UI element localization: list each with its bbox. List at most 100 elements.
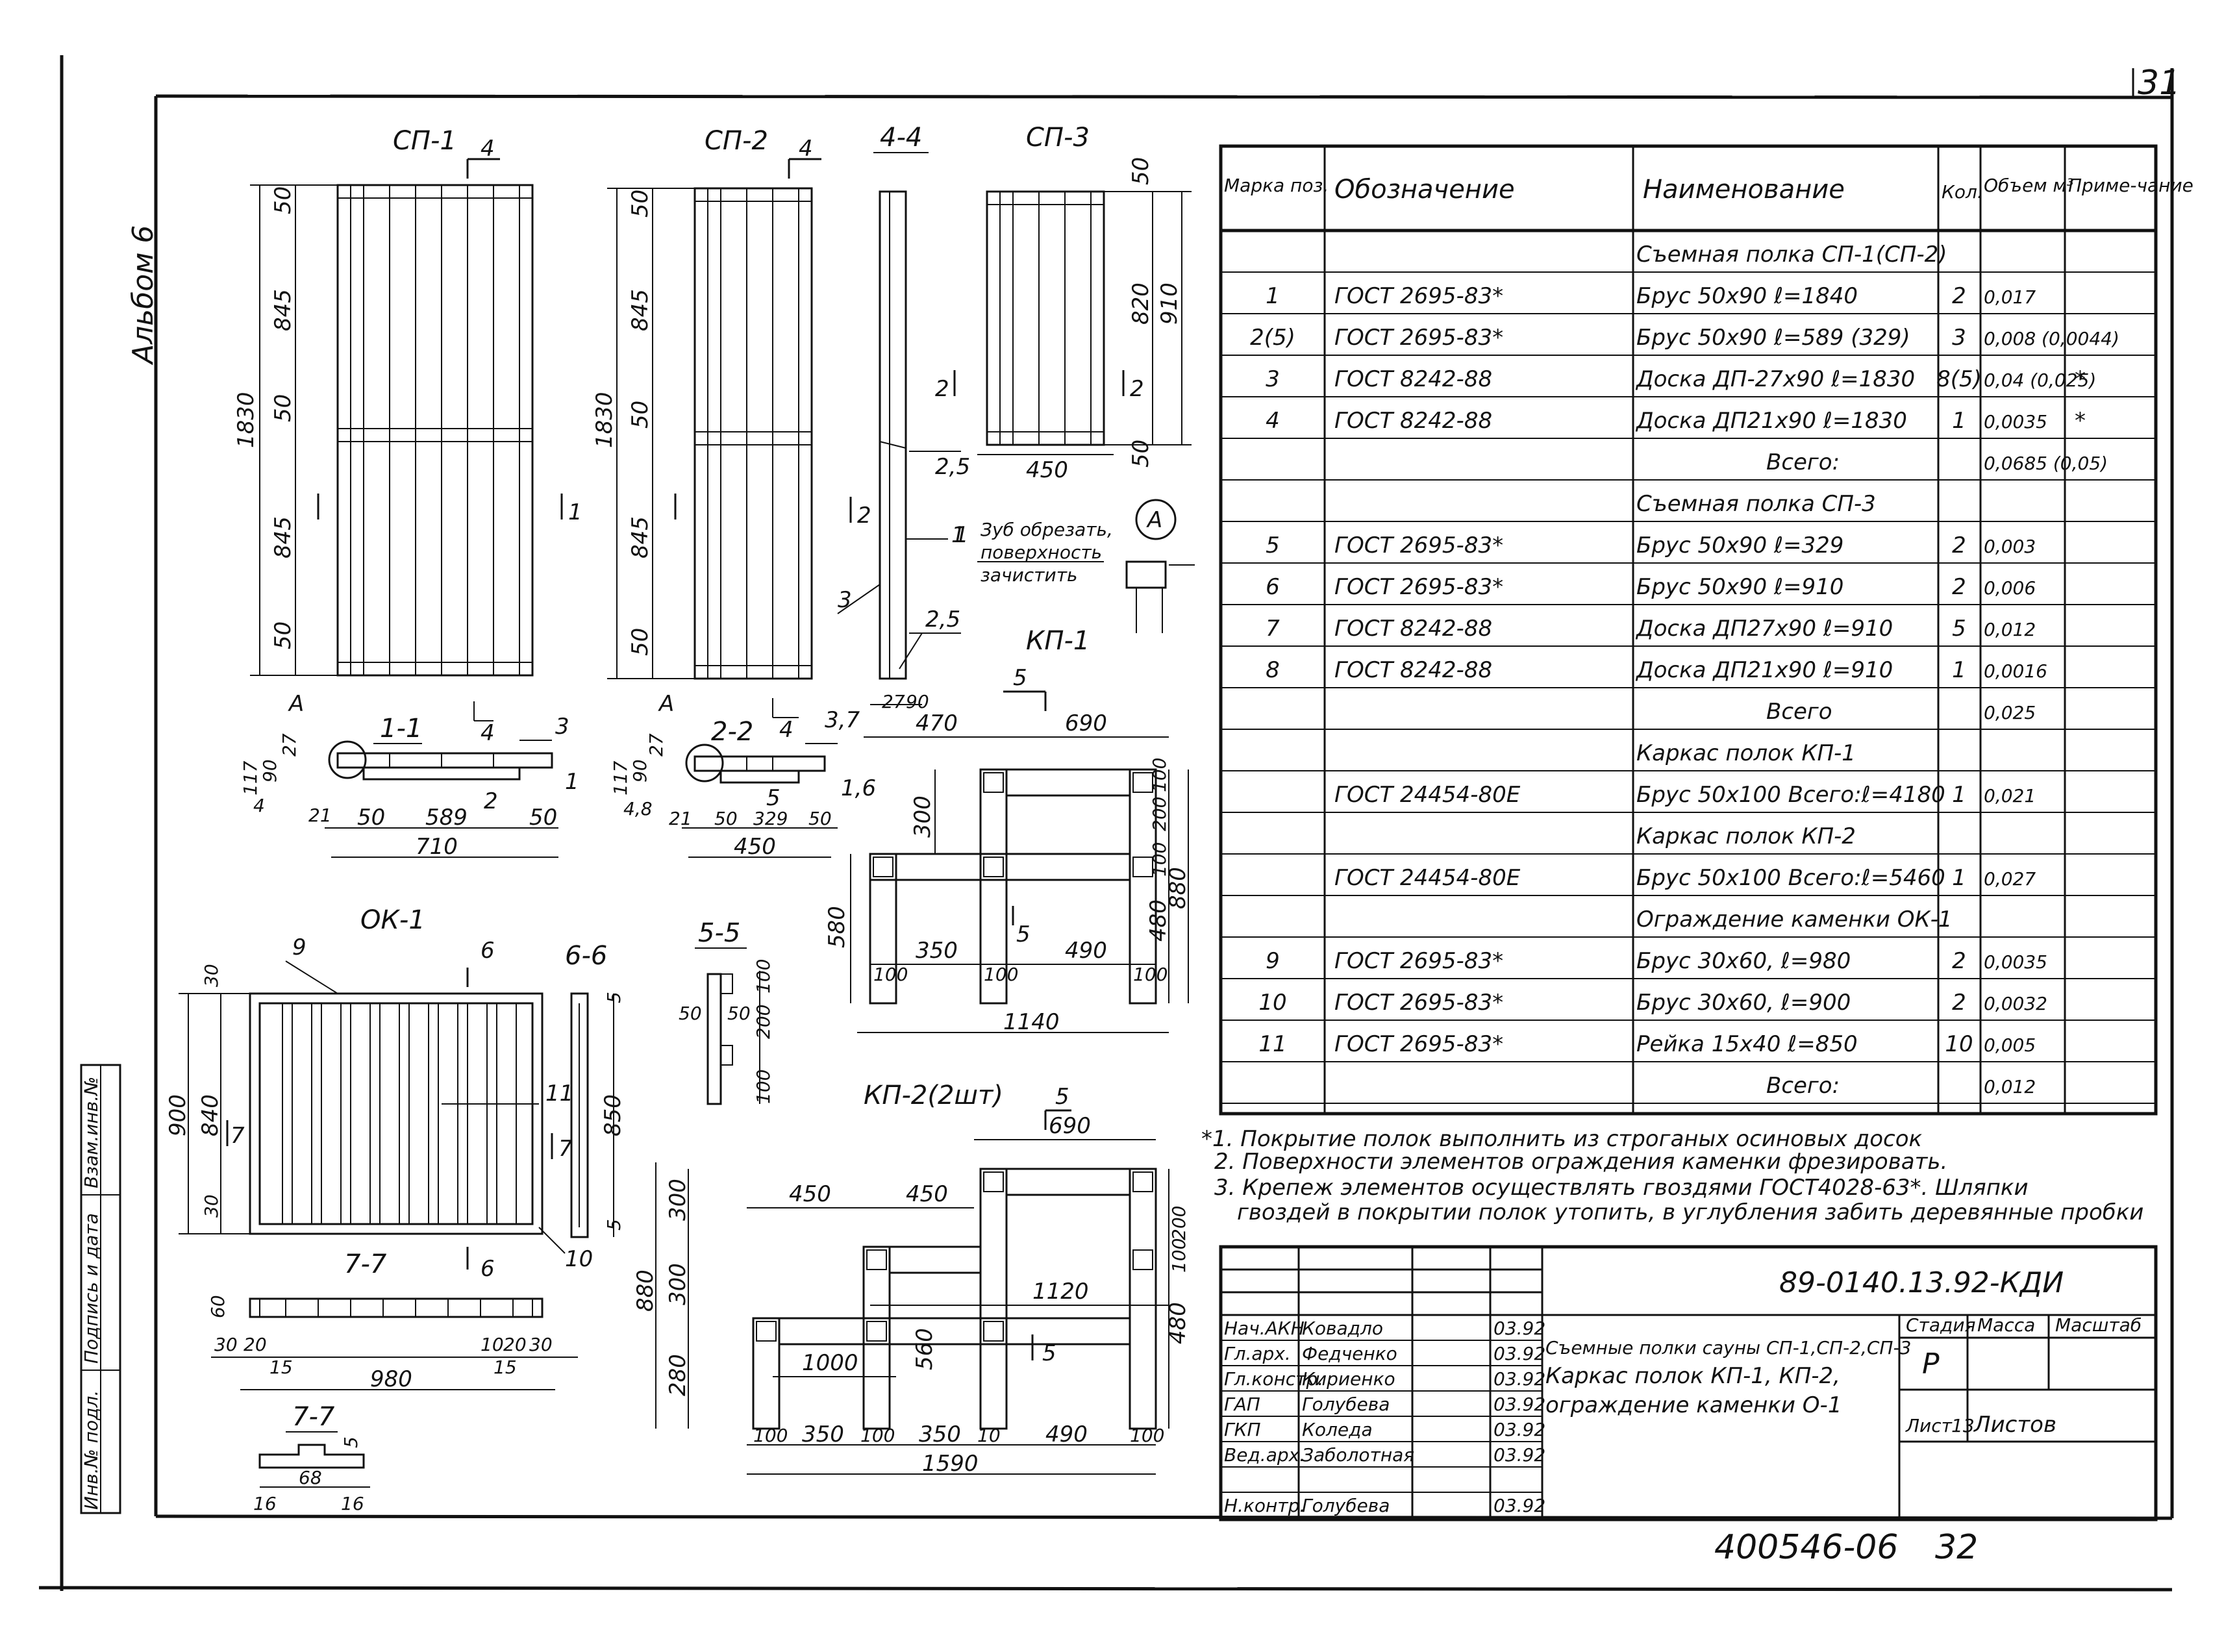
signer-role: Гл.арх. [1224,1343,1291,1364]
svg-text:3,7: 3,7 [825,707,860,733]
drawing-section-7-7-detail: 7-7 16 68 16 5 [253,1402,370,1514]
svg-text:1830: 1830 [592,392,618,448]
album-label: Альбом 6 [127,225,160,366]
svg-text:27: 27 [882,691,905,712]
svg-text:980: 980 [370,1366,412,1392]
spec-cell-kol: 5 [1952,616,1966,642]
svg-text:100: 100 [753,959,774,994]
drawing-section-5-5: 5-5 100 200 100 50 50 [679,918,774,1105]
svg-text:350: 350 [802,1421,844,1447]
drawing-section-1-1: А 1-1 3 1 2 27 90 117 4 21 50 589 50 710… [240,691,579,860]
spec-cell-vol: 0,005 [1984,1034,2036,1056]
svg-text:100: 100 [860,1425,895,1446]
svg-text:50: 50 [270,394,296,422]
spec-cell-name: Всего [1766,699,1832,725]
svg-text:100: 100 [873,964,908,985]
svg-text:560: 560 [912,1328,938,1370]
sp3-title: СП-3 [1026,123,1090,153]
spec-cell-vol: 0,0035 [1984,951,2047,973]
doc-description-3: ограждение каменки О-1 [1545,1392,1842,1418]
spec-cell-kol: 1 [1952,865,1966,891]
svg-text:30: 30 [201,964,222,987]
svg-text:6-6: 6-6 [565,941,607,971]
svg-text:27: 27 [279,733,300,757]
svg-text:480: 480 [1165,1302,1191,1344]
spec-cell-kol: 1 [1952,657,1966,683]
spec-cell-pos: 6 [1266,574,1280,600]
detail-a-note: А 1 Зуб обрезать, поверхность зачистить [955,499,1195,633]
svg-text:50: 50 [679,1003,702,1024]
spec-cell-name: Рейка 15х40 ℓ=850 [1636,1031,1858,1057]
svg-text:690: 690 [1065,710,1107,736]
svg-text:200: 200 [753,1005,774,1039]
svg-text:А: А [288,691,304,717]
spec-cell-name: Брус 50х100 Всего:ℓ=4180 [1636,782,1945,808]
svg-text:100: 100 [753,1425,788,1446]
spec-cell-name: Доска ДП27х90 ℓ=910 [1635,616,1893,642]
svg-text:4: 4 [799,136,813,162]
spec-cell-pos: 10 [1258,990,1286,1016]
svg-text:5-5: 5-5 [698,918,740,948]
spec-cell-kol: 2 [1952,532,1966,558]
drawing-sp2: СП-2 4 50 845 50 845 50 1830 2 [592,126,871,680]
svg-text:90: 90 [259,759,281,782]
svg-text:2: 2 [857,503,871,529]
svg-text:50: 50 [357,805,385,831]
signer-name: Коледа [1302,1419,1373,1440]
spec-cell-oboz: ГОСТ 24454-80Е [1334,865,1521,891]
spec-cell-pos: 4 [1266,408,1280,434]
doc-description-2: Каркас полок КП-1, КП-2, [1545,1363,1840,1389]
spec-table: Марка поз. Обозначение Наименование Кол.… [1219,144,2193,1116]
spec-header-pos: Марка поз. [1224,175,1329,196]
svg-text:50: 50 [1128,440,1154,468]
svg-text:900: 900 [165,1094,191,1136]
spec-cell-oboz: ГОСТ 2695-83* [1334,574,1503,600]
svg-text:1,6: 1,6 [841,775,876,801]
svg-text:50: 50 [270,621,296,649]
svg-text:20: 20 [503,1334,527,1355]
note-1: *1. Покрытие полок выполнить из строганы… [1201,1126,1923,1152]
spec-cell-oboz: ГОСТ 24454-80Е [1334,782,1521,808]
spec-cell-vol: 0,0032 [1984,993,2047,1014]
stamp-sign-date: Подпись и дата [81,1213,102,1364]
svg-text:21: 21 [308,805,332,826]
spec-cell-note: * [2075,408,2086,434]
svg-text:7: 7 [231,1123,245,1149]
svg-text:845: 845 [270,516,296,558]
signer-date: 03.92 [1493,1368,1545,1390]
svg-text:450: 450 [906,1181,948,1207]
svg-text:5: 5 [1042,1340,1056,1366]
svg-text:4: 4 [779,717,793,743]
svg-text:880: 880 [1165,867,1191,909]
svg-text:30: 30 [214,1334,238,1355]
svg-text:10: 10 [977,1425,1001,1446]
spec-cell-pos: 2(5) [1250,325,1295,351]
svg-text:2: 2 [1130,376,1144,402]
spec-header-vol: Объем м³ [1984,175,2074,196]
svg-text:117: 117 [610,760,631,795]
title-block: 89-0140.13.92-КДИ Съемные полки сауны СП… [1219,1245,2158,1521]
svg-text:1: 1 [568,499,582,525]
svg-text:20: 20 [244,1334,267,1355]
svg-text:4: 4 [481,136,495,162]
signer-role: Вед.арх. [1224,1444,1305,1466]
spec-cell-note: * [2075,366,2086,392]
sheets-label: Листов [1973,1412,2056,1438]
svg-text:10: 10 [481,1334,504,1355]
svg-text:2: 2 [935,376,949,402]
svg-text:15: 15 [494,1357,517,1378]
svg-text:880: 880 [632,1270,658,1312]
stamp-replace-inv: Взам.инв.№ [81,1077,102,1188]
signer-role: Нач.АКН [1224,1318,1305,1339]
spec-cell-kol: 3 [1952,325,1966,351]
svg-text:ОК-1: ОК-1 [360,905,425,935]
svg-text:5: 5 [1013,665,1027,691]
spec-cell-oboz: ГОСТ 2695-83* [1334,325,1503,351]
svg-text:4: 4 [253,795,265,816]
spec-cell-vol: 0,04 (0,025) [1984,369,2096,391]
mass-label: Масса [1977,1314,2035,1336]
svg-text:3: 3 [555,714,569,740]
drawing-kp2: КП-2(2шт) 5 690 450 450 300 300 280 880 … [632,1081,1191,1477]
sheet-label: Лист [1905,1415,1953,1436]
svg-text:50: 50 [808,808,832,829]
